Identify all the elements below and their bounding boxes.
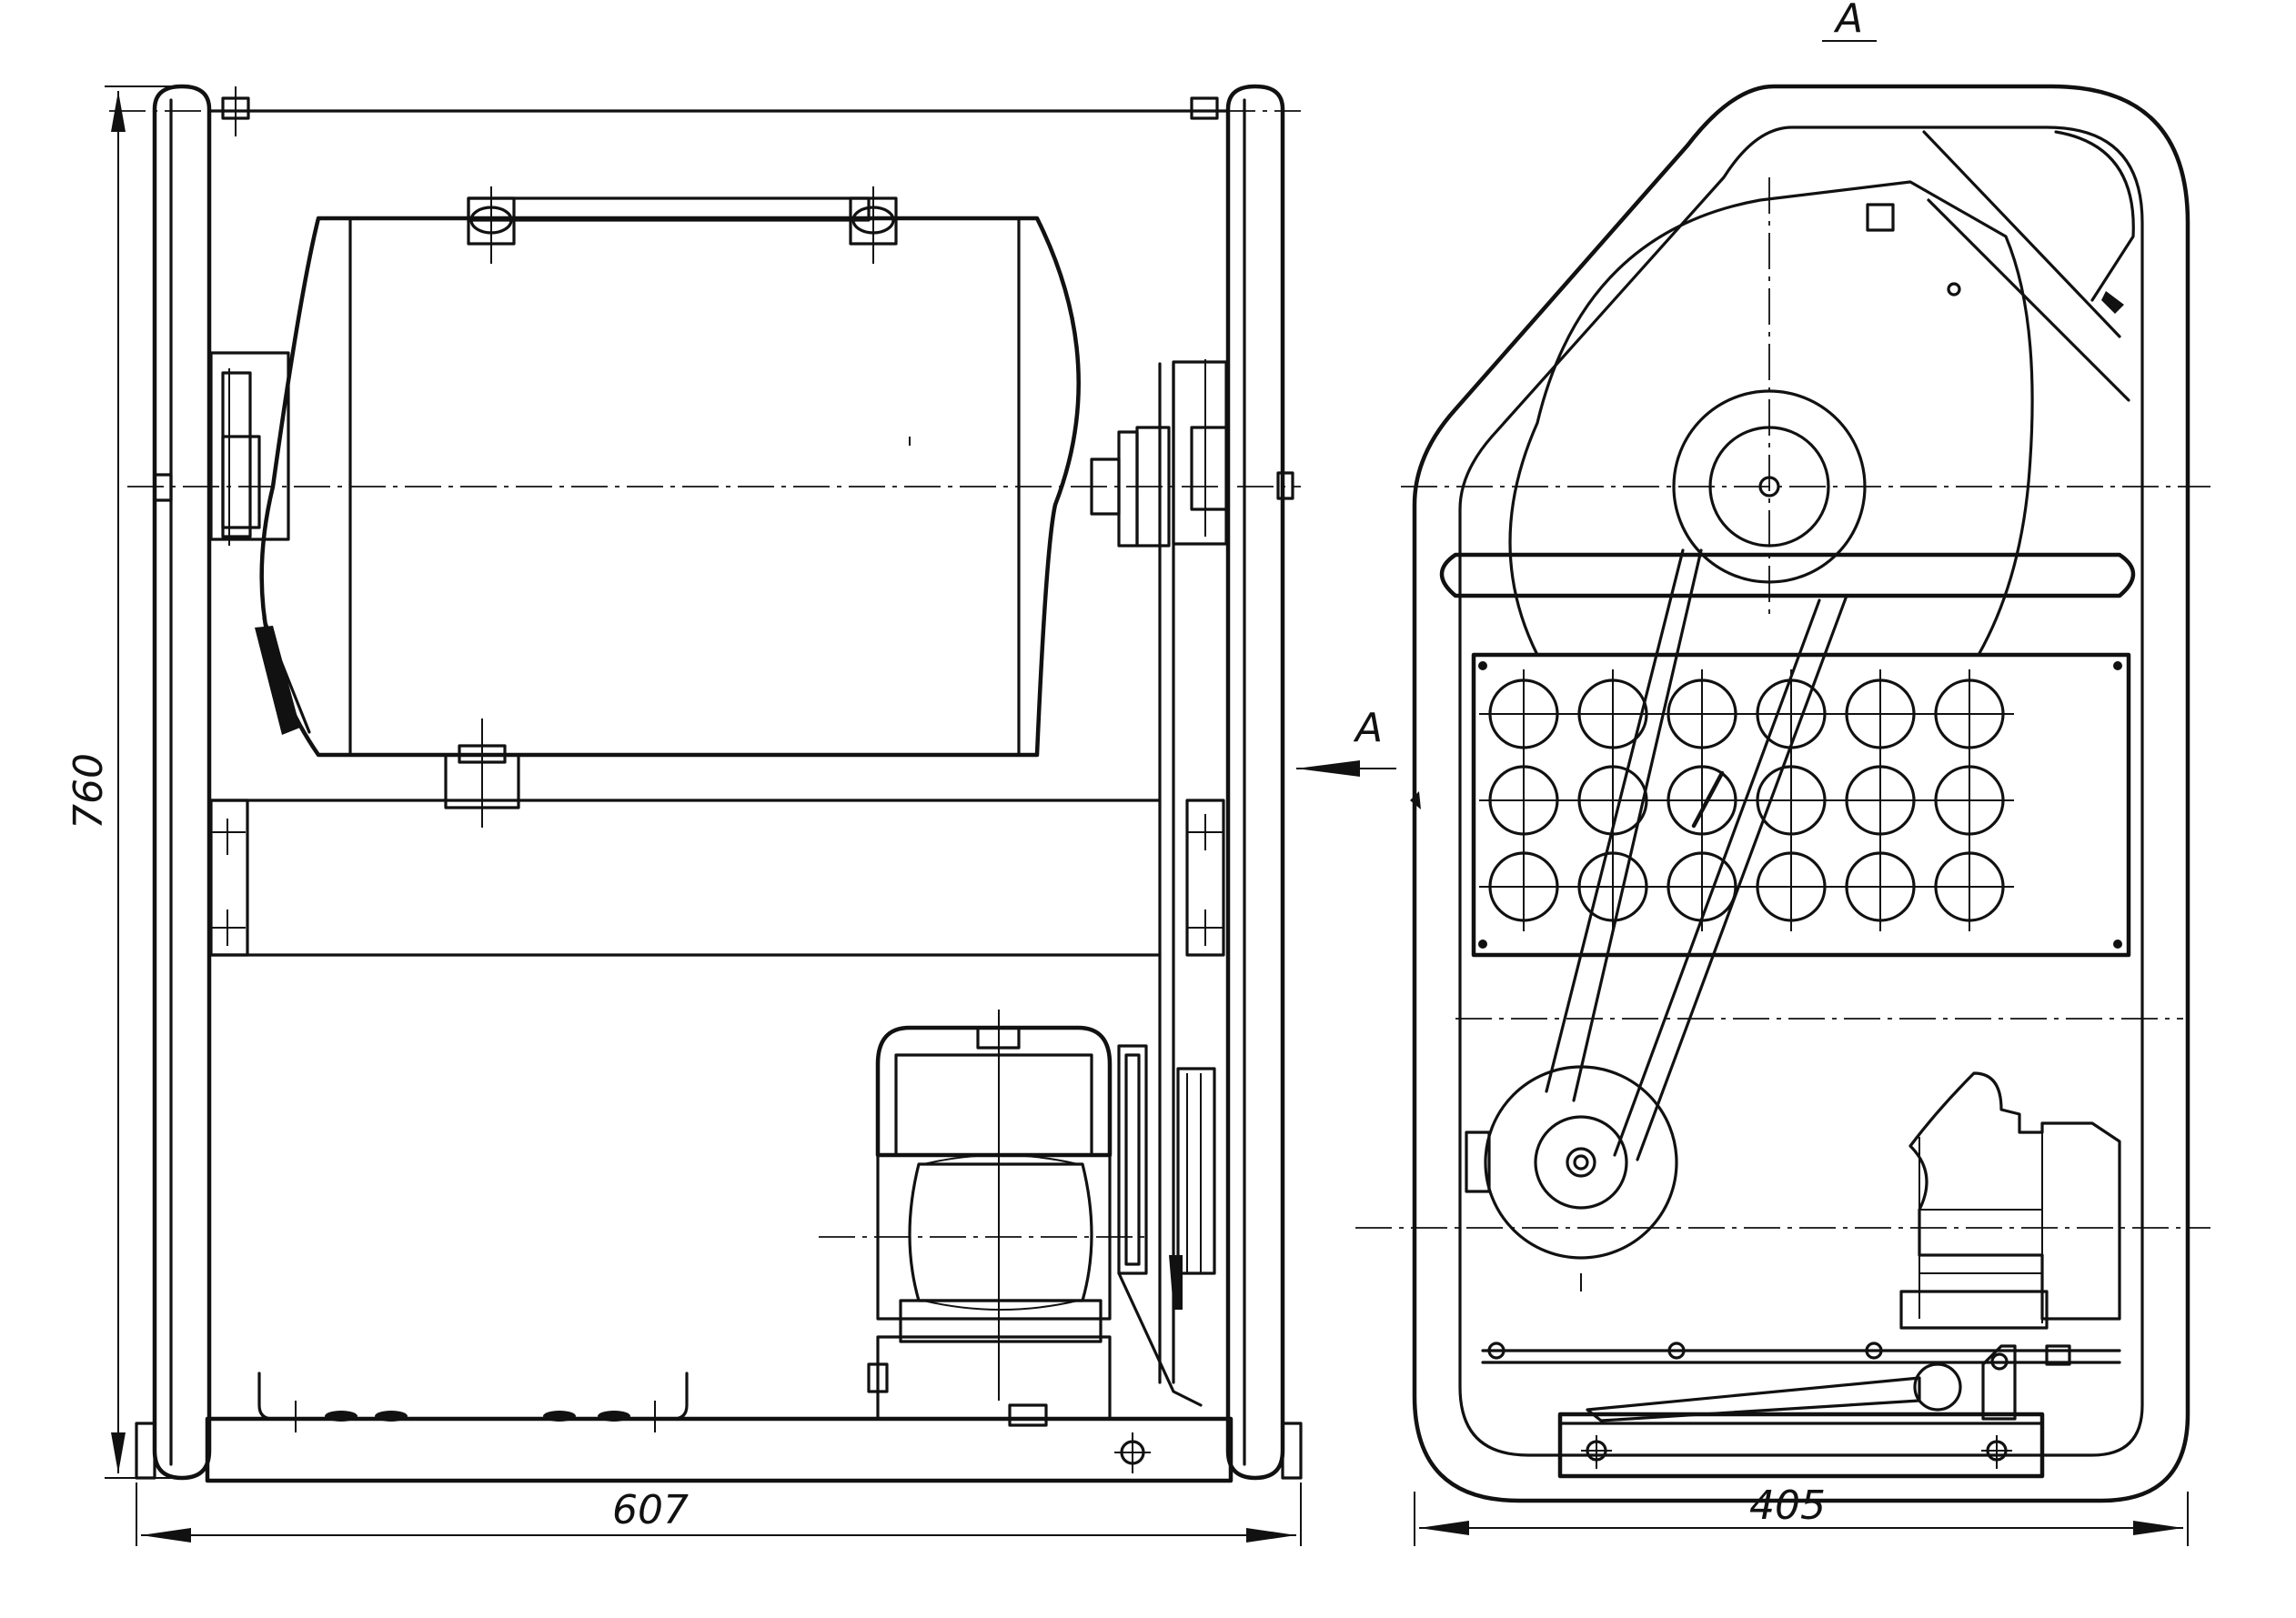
side-lever (1481, 1342, 2121, 1422)
plate-hole (1568, 756, 1657, 845)
side-view-title: A (1833, 0, 1863, 42)
drum (255, 186, 1081, 828)
side-width-dimension-label: 405 (1749, 1482, 1826, 1529)
front-width-dimension-label: 607 (612, 1487, 689, 1533)
left-bearing (153, 351, 290, 546)
left-frame-tube (152, 84, 212, 1481)
front-width-dimension: 607 (136, 1482, 1302, 1546)
plate-hole (1925, 842, 2014, 931)
side-drum-disk (1508, 130, 2135, 657)
view-arrow-label: A (1353, 705, 1383, 751)
plate-hole (1479, 669, 1568, 759)
tray (257, 1372, 689, 1432)
side-motor-pulley (1465, 1065, 1678, 1291)
plate-hole (1836, 756, 1925, 845)
plate-hole (1836, 669, 1925, 759)
hole-plate (1471, 652, 2131, 958)
middle-crossbar (207, 799, 1225, 957)
right-frame-tube (1225, 84, 1285, 1481)
plate-hole (1479, 756, 1568, 845)
right-bearing-pulley (1090, 359, 1294, 548)
side-handle-bar (1439, 552, 2136, 598)
front-view: 760 607 A (65, 84, 1396, 1546)
plate-hole (1925, 669, 2014, 759)
view-arrow-a: A (1296, 705, 1396, 777)
side-motor (1899, 1071, 2121, 1330)
side-view: A (1355, 0, 2210, 1546)
plate-hole (1479, 842, 1568, 931)
plate-hole (1568, 669, 1657, 759)
plate-hole (1657, 842, 1747, 931)
side-base (1557, 1412, 2045, 1479)
motor-pulleys (1117, 1044, 1216, 1407)
hole-mark (1691, 770, 1725, 829)
side-width-dimension: 405 (1414, 1482, 2189, 1546)
plate-hole (1747, 669, 1836, 759)
plate-hole (1747, 842, 1836, 931)
plate-hole (1657, 669, 1747, 759)
belt-strip (1158, 362, 1175, 1384)
hole-grid (1479, 669, 2014, 931)
plate-hole (1657, 756, 1747, 845)
base-frame (135, 1416, 1303, 1483)
side-frame-tube (1412, 84, 2190, 1503)
motor-assembly (819, 1010, 1146, 1427)
height-dimension-label: 760 (65, 753, 112, 829)
plate-hole (1925, 756, 2014, 845)
height-dimension: 760 (65, 85, 173, 1479)
side-belt (1545, 548, 1848, 1161)
plate-hole (1836, 842, 1925, 931)
plate-hole (1568, 842, 1657, 931)
plate-hole (1747, 756, 1836, 845)
